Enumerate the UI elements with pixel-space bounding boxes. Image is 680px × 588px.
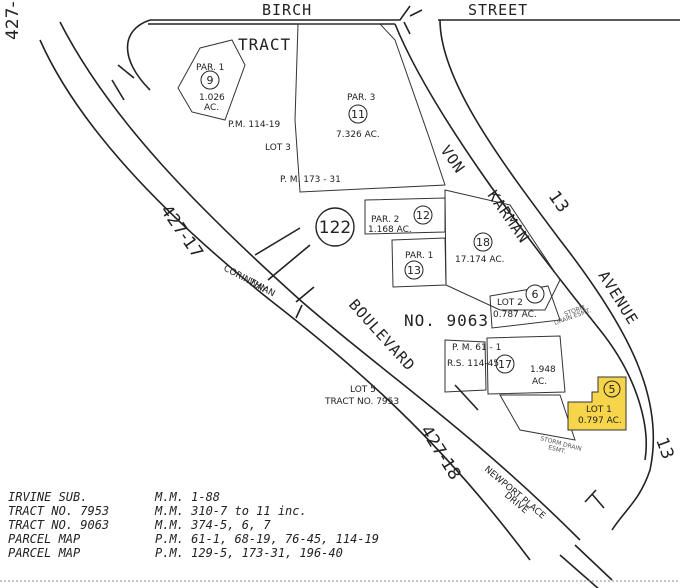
parcel-9-line3: AC. xyxy=(204,103,219,113)
legend-book-4: P.M. 129-5, 173-31, 196-40 xyxy=(155,546,343,560)
parcel-12-circle xyxy=(413,205,433,225)
northwest-corner xyxy=(126,19,151,91)
tract-word: TRACT xyxy=(238,35,291,54)
birch-tick xyxy=(403,9,423,35)
book-ref-right-bottom: 13 xyxy=(651,435,677,462)
newport-place-label: NEWPORT PLACE xyxy=(482,465,547,522)
birch-street-north-edge xyxy=(150,5,411,21)
parcel-11-circle xyxy=(348,104,368,124)
legend: IRVINE SUB. M.M. 1-88 TRACT NO. 7953 M.M… xyxy=(8,490,379,560)
parcel-9-number: 9 xyxy=(207,74,214,87)
storm-drain-area xyxy=(499,394,576,441)
legend-name-0: IRVINE SUB. xyxy=(8,490,87,504)
boulevard-south-edge xyxy=(39,39,531,561)
lot3-label: LOT 3 xyxy=(265,143,291,153)
legend-name-3: PARCEL MAP xyxy=(8,532,81,546)
parcel-11-boundary xyxy=(294,23,446,193)
parcel-18-boundary xyxy=(444,189,561,311)
book-ref-left: 427-17 xyxy=(156,201,207,262)
parcel-18-number: 18 xyxy=(476,236,490,249)
parcel-5-number: 5 xyxy=(609,383,616,396)
newport-place-edges xyxy=(559,544,613,588)
von-karman-outer-edge xyxy=(439,19,655,531)
parcel-9-line1: PAR. 1 xyxy=(196,63,224,73)
lot5-line1: LOT 5 xyxy=(350,385,376,395)
book-ref-top-left: 427-11 xyxy=(3,0,23,40)
parcel-18-circle xyxy=(473,232,493,252)
parcel-12-line2: 1.168 AC. xyxy=(368,225,412,235)
parcel-13-line1: PAR. 1 xyxy=(405,251,433,261)
parcel-5-line2: 0.797 AC. xyxy=(578,416,622,426)
rs-114-45: R.S. 114-45 xyxy=(447,359,499,369)
book-ref-bottom: 427-18 xyxy=(416,422,465,484)
parcel-11-number: 11 xyxy=(351,108,365,121)
parcel-13-number: 13 xyxy=(407,264,421,277)
page-number: 122 xyxy=(319,218,351,238)
page-number-circle xyxy=(315,207,355,247)
legend-name-1: TRACT NO. 7953 xyxy=(8,504,109,518)
parcel-5-circle xyxy=(603,380,621,398)
parcel-17-line1: 1.948 xyxy=(530,365,556,375)
boulevard-tick-middle xyxy=(295,286,315,319)
pm-61-1: P. M. 61 - 1 xyxy=(452,343,501,353)
birch-label: BIRCH xyxy=(262,1,312,19)
parcel-11-line1: PAR. 3 xyxy=(347,93,375,103)
legend-book-2: M.M. 374-5, 6, 7 xyxy=(154,518,271,532)
pm-173-31: P. M. 173 - 31 xyxy=(280,175,341,185)
corinthian-way-edges xyxy=(254,227,311,281)
legend-book-0: M.M. 1-88 xyxy=(154,490,220,504)
parcel-rs-boundary xyxy=(444,339,487,393)
von-karman-inner-edge xyxy=(394,23,647,461)
parcel-5-line1: LOT 1 xyxy=(586,405,612,415)
parcel-18-line1: 17.174 AC. xyxy=(455,255,505,265)
lot5-line2: TRACT NO. 7953 xyxy=(324,397,399,407)
parcel-6-line2: 0.787 AC. xyxy=(493,310,537,320)
avenue-tick xyxy=(584,489,605,509)
street-label: STREET xyxy=(468,1,528,19)
parcel-6-circle xyxy=(525,284,545,304)
parcel-17-circle xyxy=(495,354,515,374)
parcel-9-circle xyxy=(200,70,220,90)
parcel-11-line2: 7.326 AC. xyxy=(336,130,380,140)
legend-name-2: TRACT NO. 9063 xyxy=(8,518,109,532)
book-ref-right-top: 13 xyxy=(544,187,573,216)
pm-114-19: P.M. 114-19 xyxy=(228,120,281,130)
parcel-12-line1: PAR. 2 xyxy=(371,215,399,225)
parcel-12-number: 12 xyxy=(416,209,430,222)
legend-book-3: P.M. 61-1, 68-19, 76-45, 114-19 xyxy=(155,532,379,546)
parcel-17-number: 17 xyxy=(498,358,512,371)
parcel-6-line1: LOT 2 xyxy=(497,298,523,308)
boulevard-tick-top xyxy=(111,64,135,101)
parcel-13-circle xyxy=(404,260,424,280)
boulevard-north-edge xyxy=(59,21,581,541)
parcel-17-boundary xyxy=(486,335,566,395)
parcel-17-line2: AC. xyxy=(532,377,547,387)
parcel-9-line2: 1.026 xyxy=(199,93,225,103)
legend-name-4: PARCEL MAP xyxy=(8,546,81,560)
storm-esmt-4: ESMT. xyxy=(547,444,566,455)
boulevard-label: BOULEVARD xyxy=(345,296,419,375)
tract-number: NO. 9063 xyxy=(404,311,489,330)
legend-book-1: M.M. 310-7 to 11 inc. xyxy=(154,504,307,518)
parcel-9-boundary xyxy=(177,39,246,121)
parcel-6-number: 6 xyxy=(532,288,539,301)
lot5-leader xyxy=(454,384,479,411)
